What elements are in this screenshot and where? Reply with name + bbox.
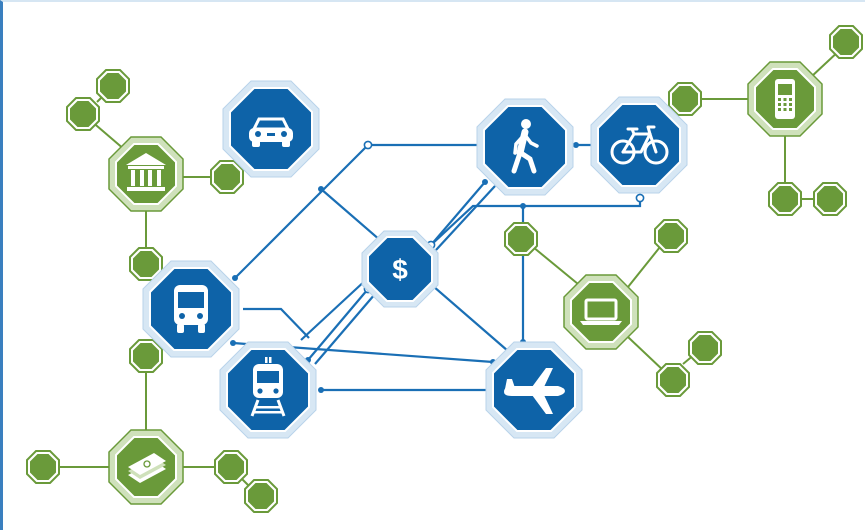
cash-icon <box>128 453 166 483</box>
train-icon <box>250 357 286 417</box>
mobile-phone-icon <box>775 79 795 119</box>
laptop-icon <box>580 298 622 325</box>
plane-node <box>485 341 583 439</box>
pedestrian-icon <box>511 119 539 174</box>
car-icon <box>249 117 293 147</box>
bike-node <box>590 96 688 194</box>
bus-node <box>142 260 240 358</box>
cash-node <box>108 429 184 505</box>
money-node: $ <box>361 230 439 308</box>
bicycle-icon <box>610 125 669 165</box>
laptop-node <box>563 274 639 350</box>
train-node <box>219 341 317 439</box>
bank-node <box>108 136 184 212</box>
airplane-icon <box>504 368 565 414</box>
bank-icon <box>126 153 166 191</box>
car-node <box>222 80 320 178</box>
walk-node <box>476 98 574 196</box>
dollar-icon: $ <box>392 254 408 285</box>
phone-node <box>747 61 823 137</box>
bus-icon <box>174 285 208 333</box>
payment-network-diagram: $ <box>26 25 863 513</box>
